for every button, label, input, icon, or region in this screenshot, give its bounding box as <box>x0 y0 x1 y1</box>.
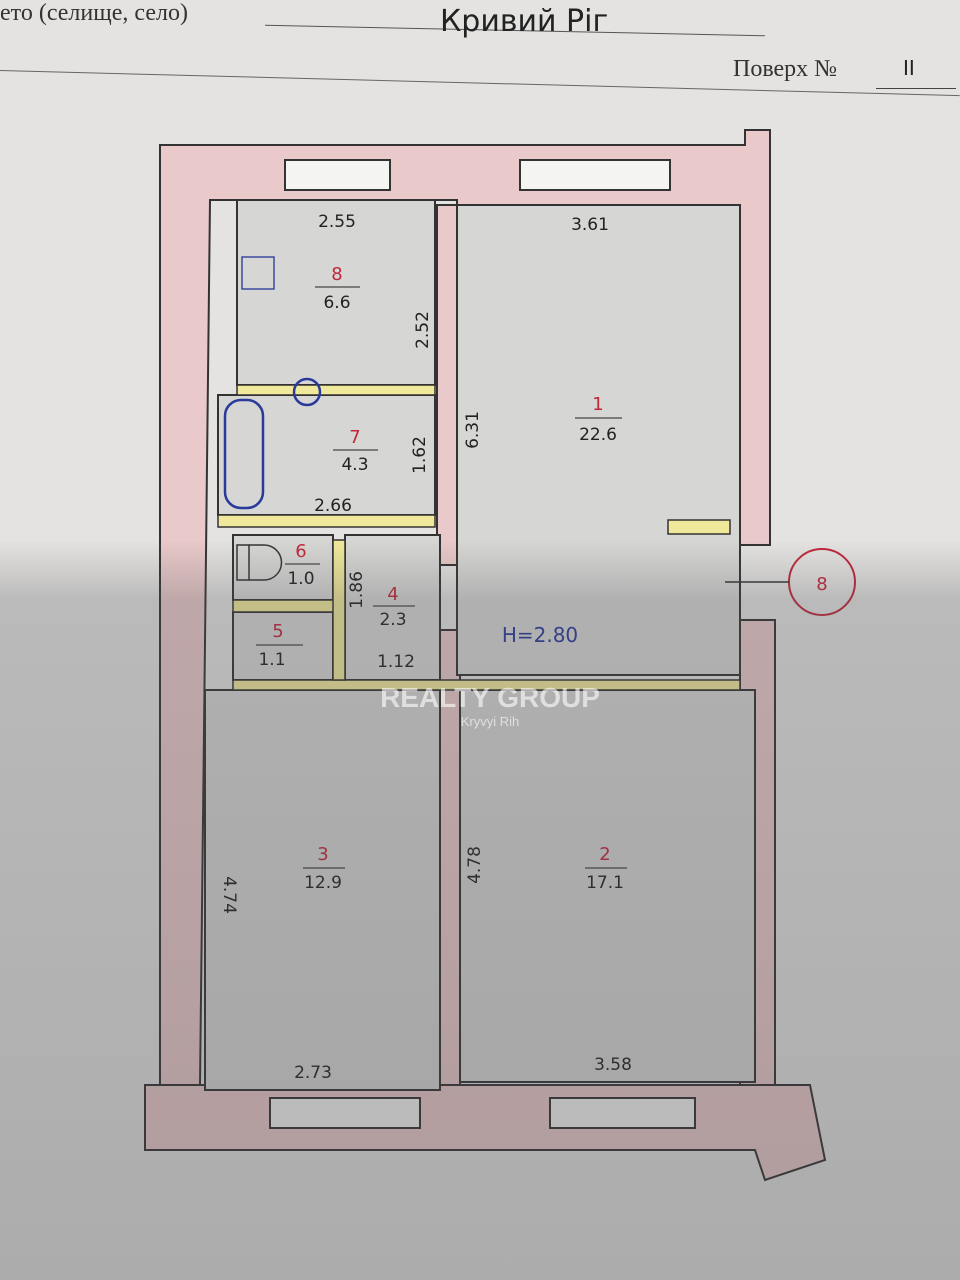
room-7-number: 7 <box>349 427 360 448</box>
watermark-city: Kryvyi Rih <box>460 714 520 729</box>
bathtub-icon <box>223 398 265 510</box>
room-2-number: 2 <box>599 844 610 865</box>
room-4-area: 2.3 <box>379 610 406 630</box>
dimension-labels: 2.55 3.61 2.52 6.31 1.62 2.66 1.86 1.12 … <box>219 212 632 1083</box>
fixtures <box>223 256 322 510</box>
dim-room3-width: 2.73 <box>294 1063 332 1083</box>
doors <box>217 384 741 691</box>
room-6-number: 6 <box>295 541 306 562</box>
room-4-number: 4 <box>387 584 398 605</box>
room-1-number: 1 <box>592 394 603 415</box>
room-8-number: 8 <box>331 264 342 285</box>
room-labels: 8 6.6 7 4.3 1 22.6 6 1.0 4 2.3 5 1.1 3 1… <box>256 264 627 893</box>
windows <box>269 159 696 1129</box>
entrance-marker: 8 <box>816 574 827 595</box>
dim-room1-depth: 6.31 <box>463 411 483 449</box>
room-8 <box>236 199 436 386</box>
boiler-icon <box>292 377 322 407</box>
interior-wall-upper <box>436 204 458 566</box>
dim-room8-depth: 2.52 <box>413 311 433 349</box>
room-2 <box>459 689 756 1083</box>
dim-room8-width: 2.55 <box>318 212 356 232</box>
locality-value: Кривий Ріг <box>440 4 609 39</box>
outer-wall-bottom <box>144 1084 827 1182</box>
room-5-area: 1.1 <box>258 650 285 670</box>
room-8-area: 6.6 <box>323 293 350 313</box>
stove-icon <box>241 256 275 290</box>
locality-label: ето (селище, село) <box>0 0 188 26</box>
room-1-area: 22.6 <box>579 425 617 445</box>
dim-room7-width: 2.66 <box>314 496 352 516</box>
room-5-number: 5 <box>272 621 283 642</box>
room-6-area: 1.0 <box>287 569 314 589</box>
room-7-area: 4.3 <box>341 455 368 475</box>
room-4 <box>344 534 441 681</box>
dim-corridor-depth: 1.86 <box>347 571 367 609</box>
room-3-area: 12.9 <box>304 873 342 893</box>
dim-room2-depth: 4.78 <box>465 846 485 884</box>
room-3 <box>204 689 441 1091</box>
dim-room1-width: 3.61 <box>571 215 609 235</box>
room-2-area: 17.1 <box>586 873 624 893</box>
room-3-number: 3 <box>317 844 328 865</box>
floor-label: Поверх № <box>733 56 838 82</box>
floor-underline <box>876 88 956 89</box>
ceiling-height: H=2.80 <box>502 623 578 647</box>
floor-value: ІІ <box>903 56 915 80</box>
room-1 <box>456 204 741 676</box>
dim-corridor-width: 1.12 <box>377 652 415 672</box>
watermark: REALTY GROUP Kryvyi Rih <box>360 682 620 729</box>
dim-room7-depth: 1.62 <box>410 436 430 474</box>
dim-room2-width: 3.58 <box>594 1055 632 1075</box>
dim-room3-depth: 4.74 <box>219 876 239 914</box>
room-7 <box>217 394 436 516</box>
watermark-brand: REALTY GROUP <box>380 682 600 713</box>
toilet-icon <box>236 544 283 581</box>
